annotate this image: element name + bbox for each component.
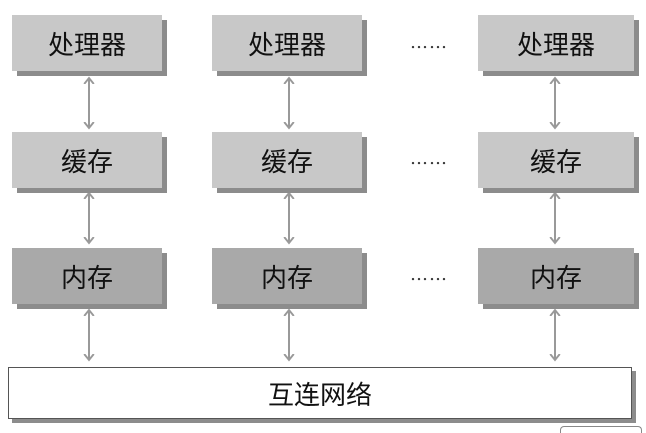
cache-box-2: 缓存 <box>212 132 362 188</box>
memory-box-3: 内存 <box>478 248 634 304</box>
processor-box-3: 处理器 <box>478 15 634 71</box>
cache-box-3: 缓存 <box>478 132 634 188</box>
cache-label-3: 缓存 <box>529 147 582 178</box>
processor-label-3: 处理器 <box>516 30 595 61</box>
memory-label-3: 内存 <box>529 263 582 294</box>
ellipsis-row-3: …… <box>410 264 448 285</box>
interconnect-network-box: 互连网络 <box>8 367 632 419</box>
processor-label-2: 处理器 <box>247 30 326 61</box>
memory-box-2: 内存 <box>212 248 362 304</box>
memory-box-1: 内存 <box>12 248 162 304</box>
interconnect-network-label: 互连网络 <box>267 380 372 411</box>
memory-label-2: 内存 <box>260 263 313 294</box>
cache-label-1: 缓存 <box>60 147 113 178</box>
cache-box-1: 缓存 <box>12 132 162 188</box>
corner-decoration <box>560 426 642 433</box>
processor-box-1: 处理器 <box>12 15 162 71</box>
memory-label-1: 内存 <box>60 263 113 294</box>
processor-box-2: 处理器 <box>212 15 362 71</box>
ellipsis-row-2: …… <box>410 148 448 169</box>
processor-label-1: 处理器 <box>47 30 126 61</box>
ellipsis-row-1: …… <box>410 32 448 53</box>
cache-label-2: 缓存 <box>260 147 313 178</box>
